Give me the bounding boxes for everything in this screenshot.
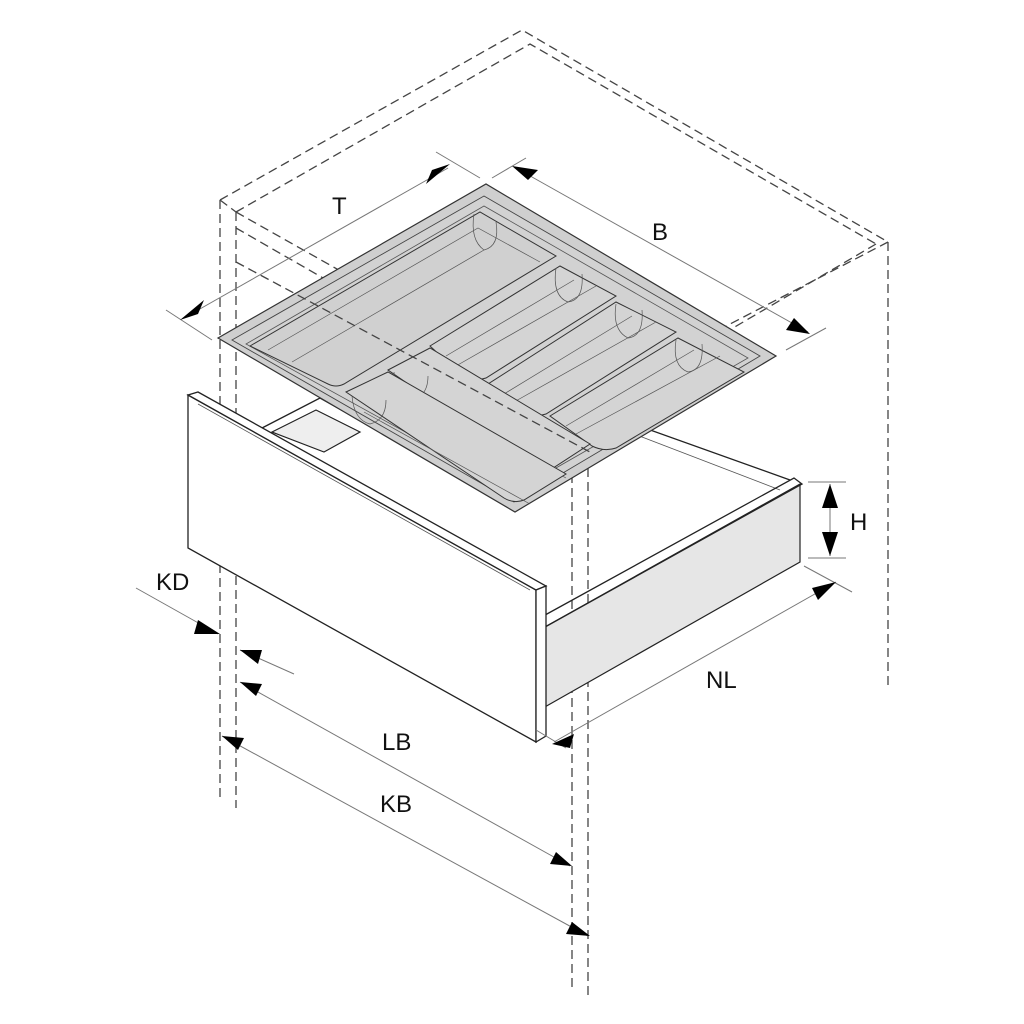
drawer-box xyxy=(186,391,804,744)
arrow-head-icon xyxy=(194,620,220,634)
arrow-down-icon xyxy=(822,532,838,556)
dimension-H: H xyxy=(808,481,867,559)
label-NL: NL xyxy=(706,667,737,694)
arrow-head-icon xyxy=(426,164,450,184)
arrow-head-icon xyxy=(512,166,538,180)
label-LB: LB xyxy=(382,729,411,756)
arrow-head-icon xyxy=(552,734,574,748)
dimension-B: B xyxy=(491,157,827,351)
label-B: B xyxy=(652,219,668,246)
arrow-head-icon xyxy=(240,682,262,696)
arrow-head-icon xyxy=(786,318,810,334)
arrow-head-icon xyxy=(812,582,836,600)
arrow-up-icon xyxy=(822,484,838,508)
arrow-head-icon xyxy=(240,650,262,664)
arrow-head-icon xyxy=(550,852,572,866)
label-KB: KB xyxy=(380,791,412,818)
dimension-KB: KB xyxy=(221,735,590,937)
dimension-LB: LB xyxy=(239,681,572,867)
arrow-head-icon xyxy=(180,300,204,320)
label-KD: KD xyxy=(156,569,189,596)
label-T: T xyxy=(332,193,347,220)
arrow-head-icon xyxy=(566,922,590,936)
dimension-KD: KD xyxy=(135,569,295,675)
dimension-T: T xyxy=(165,151,481,341)
label-H: H xyxy=(850,509,867,536)
dimension-NL: NL xyxy=(535,565,853,749)
arrow-head-icon xyxy=(222,736,244,750)
cutlery-tray xyxy=(216,183,778,513)
